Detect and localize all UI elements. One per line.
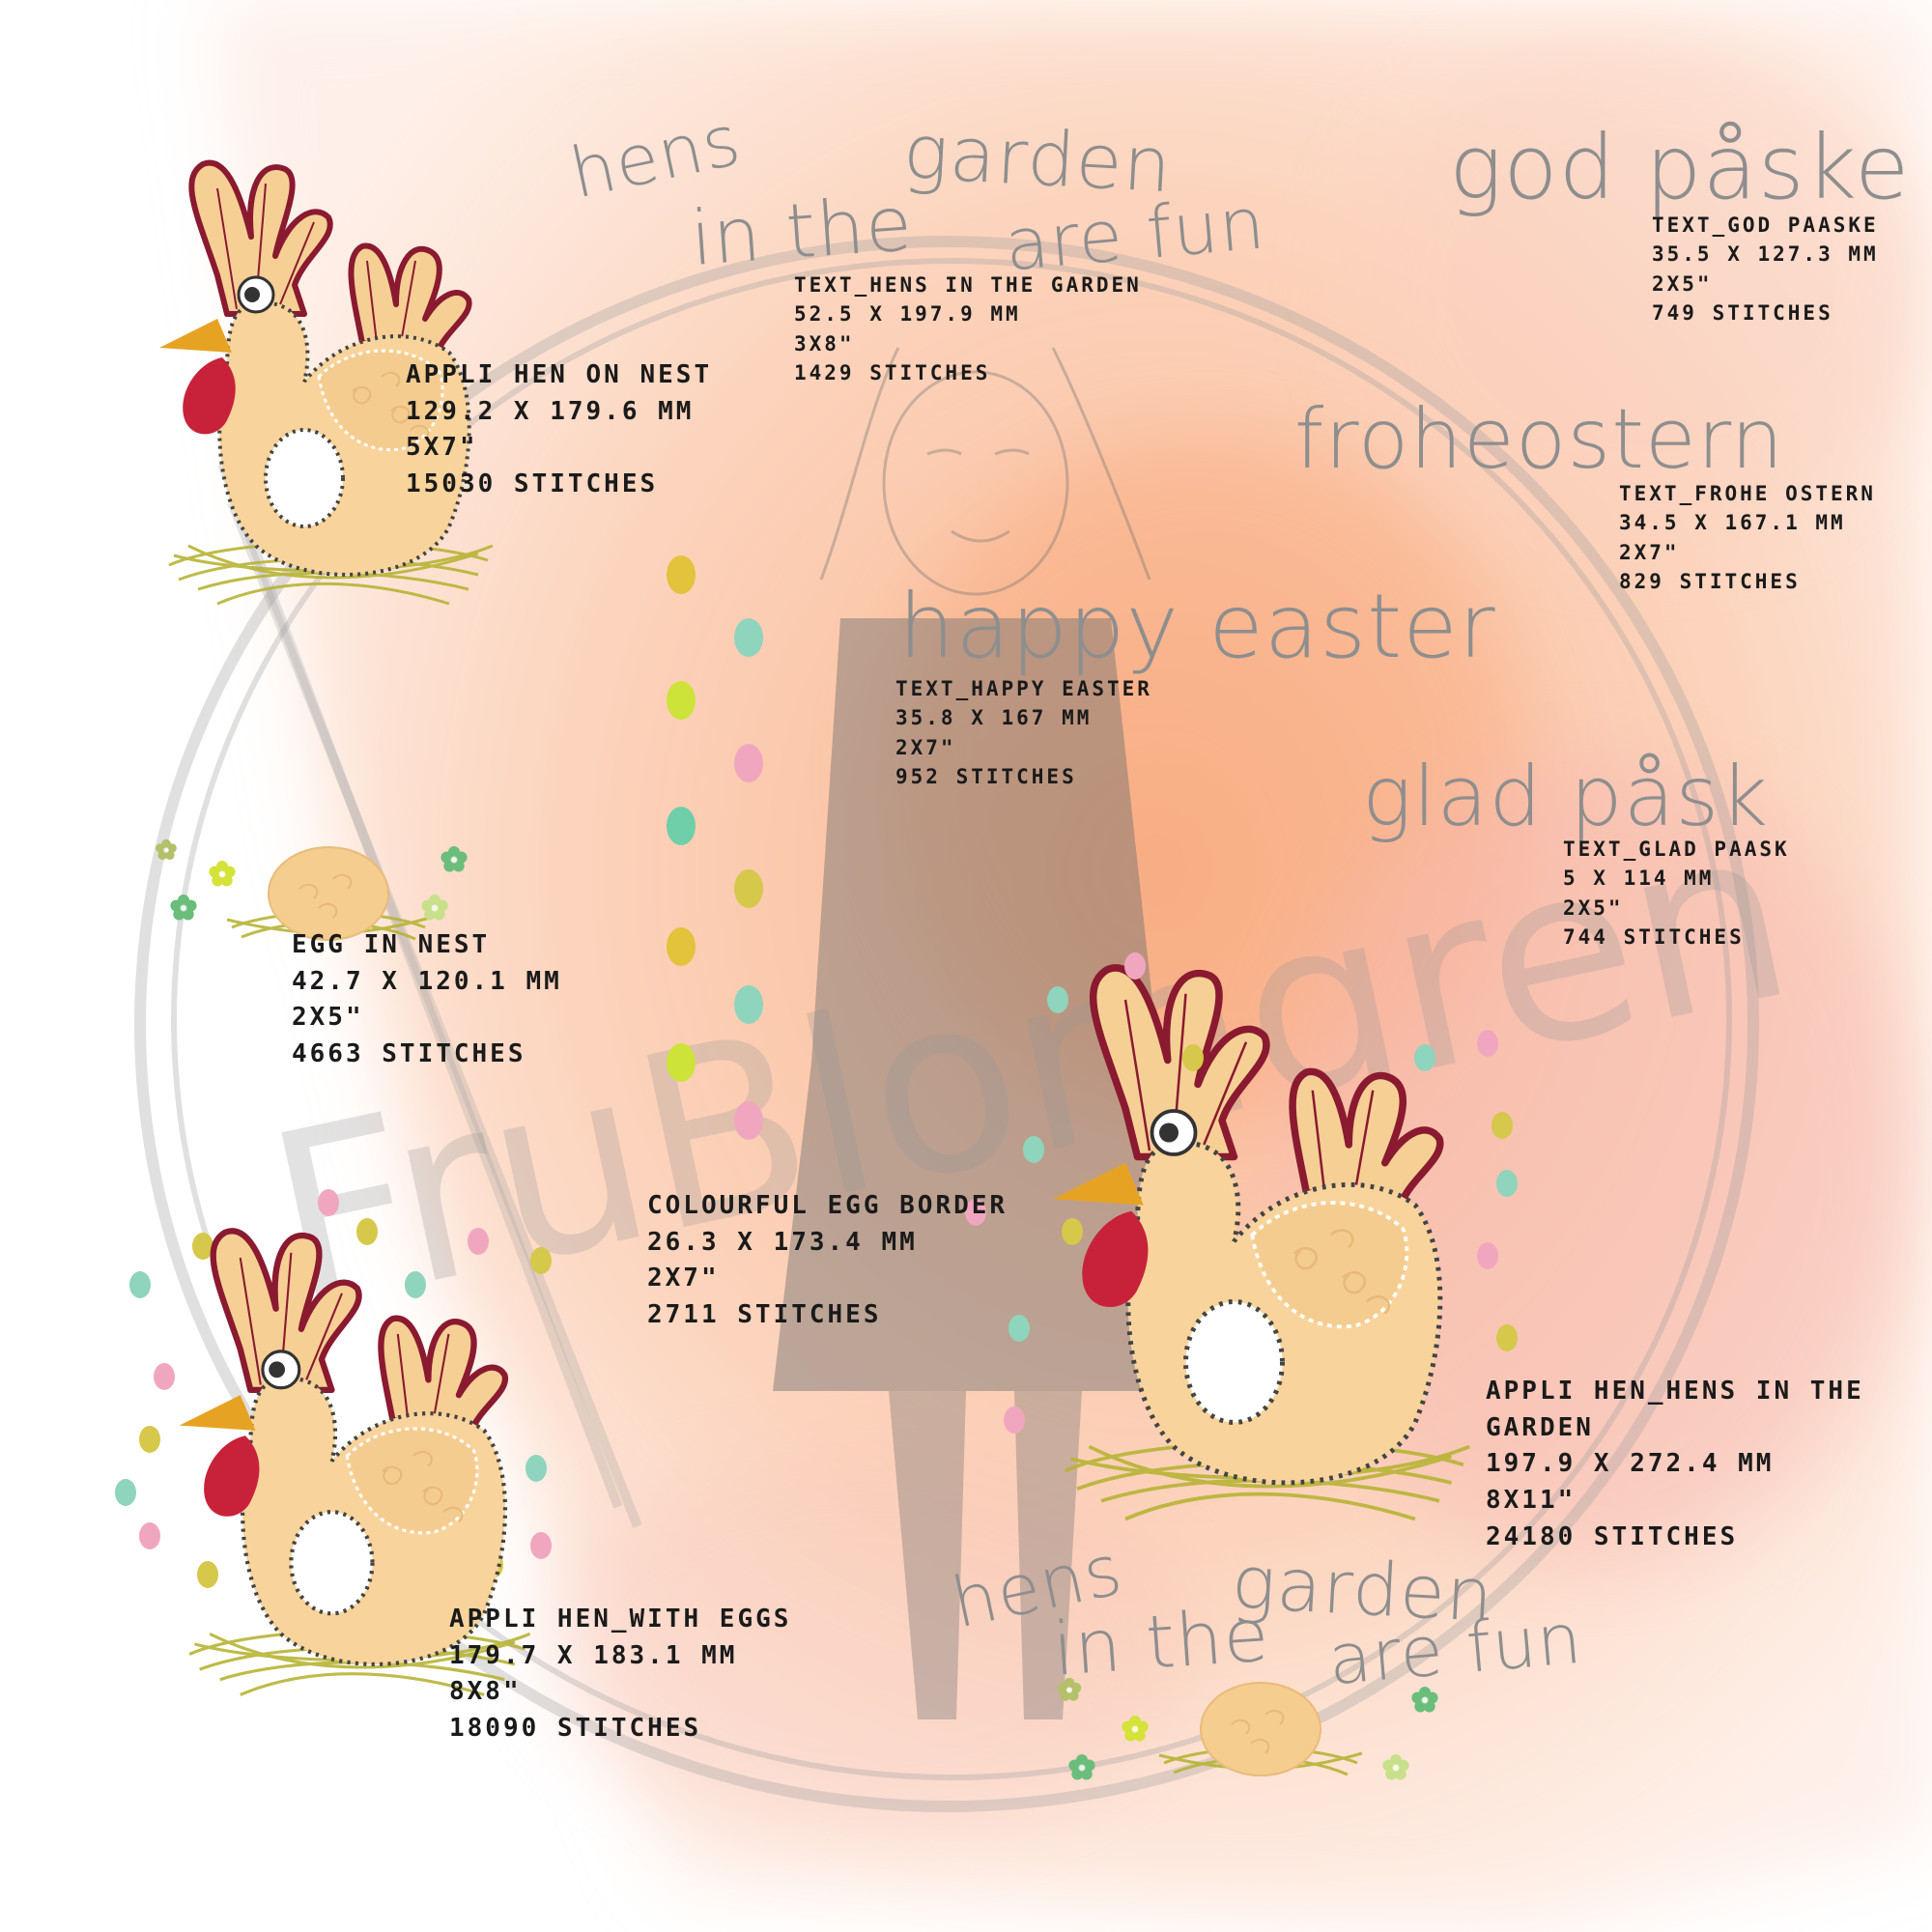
script-glad-pask: glad påsk — [1362, 749, 1770, 845]
label-appli-hen-garden: Appli hen_hens in the garden 197.9 x 272… — [1486, 1374, 1864, 1555]
design-size: 35.5 x 127.3 mm — [1652, 242, 1879, 267]
design-size: 26.3 x 173.4 mm — [647, 1227, 918, 1257]
confetti-dot — [1182, 1044, 1204, 1071]
label-text-god-paaske: Text_god paaske 35.5 x 127.3 mm 2x5" 749… — [1652, 211, 1879, 328]
design-hoop: 2x7" — [647, 1264, 720, 1293]
design-title: Text_god paaske — [1652, 213, 1879, 237]
confetti-dot — [139, 1426, 160, 1453]
confetti-dot — [530, 1247, 552, 1274]
design-stitches: 744 stitches — [1563, 925, 1745, 950]
design-size: 179.7 x 183.1 mm — [449, 1640, 738, 1670]
decor-egg — [734, 985, 763, 1024]
design-stitches: 24180 stitches — [1486, 1521, 1739, 1551]
decor-egg — [734, 744, 763, 782]
label-text-glad-paask: Text_glad paask 5 x 114 mm 2x5" 744 stit… — [1563, 835, 1790, 952]
script-happy-easter: happy easter — [898, 575, 1496, 678]
design-title-line2: garden — [1486, 1412, 1594, 1442]
design-size: 197.9 x 272.4 mm — [1486, 1449, 1775, 1479]
design-stitches: 829 stitches — [1619, 570, 1801, 594]
confetti-dot — [129, 1271, 151, 1298]
design-title: Colourful egg border — [647, 1191, 1009, 1220]
decor-egg — [667, 807, 696, 845]
confetti-dot — [530, 1532, 552, 1559]
design-stitches: 1429 stitches — [794, 361, 991, 385]
confetti-dot — [139, 1522, 160, 1549]
confetti-dot — [1492, 1112, 1513, 1139]
confetti-dot — [1414, 1044, 1435, 1071]
confetti-dot — [1004, 1406, 1025, 1434]
confetti-dot — [1124, 952, 1146, 980]
design-size: 42.7 x 120.1 mm — [292, 966, 562, 996]
design-stitches: 4663 stitches — [292, 1039, 526, 1069]
confetti-dot — [115, 1479, 136, 1506]
design-title: Egg in nest — [292, 930, 491, 959]
confetti-dot — [192, 1233, 213, 1260]
colourful-egg-border-art — [667, 555, 763, 1140]
confetti-dot — [356, 1218, 378, 1245]
design-hoop: 8x11" — [1486, 1486, 1577, 1516]
design-title: Text_hens in the garden — [794, 273, 1142, 297]
label-colourful-egg-border: Colourful egg border 26.3 x 173.4 mm 2x7… — [647, 1188, 1008, 1334]
confetti-dot — [1023, 1136, 1044, 1163]
design-hoop: 3x8" — [794, 331, 855, 355]
design-hoop: 8x8" — [449, 1677, 522, 1707]
label-text-frohe-ostern: Text_frohe ostern 34.5 x 167.1 mm 2x7" 8… — [1619, 479, 1876, 597]
script-frohe-ostern: froheostern — [1294, 391, 1785, 488]
label-egg-in-nest: Egg in nest 42.7 x 120.1 mm 2x5" 4663 st… — [292, 927, 562, 1073]
design-hoop: 2x7" — [895, 735, 956, 759]
label-appli-hen-with-eggs: Appli hen_with eggs 179.7 x 183.1 mm 8x8… — [449, 1602, 791, 1747]
script-god-paaske: god påske — [1449, 116, 1911, 219]
design-stitches: 2711 stitches — [647, 1300, 882, 1330]
decor-egg — [667, 927, 696, 966]
confetti-dot — [1009, 1315, 1030, 1342]
label-appli-hen-on-nest: Appli hen on nest 129.2 x 179.6 mm 5x7" … — [406, 357, 712, 503]
decor-egg — [667, 555, 696, 594]
design-size: 5 x 114 mm — [1563, 867, 1715, 891]
confetti-dot — [197, 1561, 218, 1588]
design-hoop: 2x5" — [1563, 895, 1624, 920]
confetti-dot — [1496, 1324, 1518, 1351]
decor-egg — [667, 681, 696, 720]
design-stitches: 15030 stitches — [406, 469, 659, 499]
decor-egg — [734, 869, 763, 908]
design-title: Text_glad paask — [1563, 838, 1790, 861]
design-size: 52.5 x 197.9 mm — [794, 302, 1021, 327]
confetti-dot — [965, 1199, 986, 1226]
confetti-dot — [1062, 1218, 1083, 1245]
design-title: Appli hen on nest — [406, 360, 713, 389]
design-size: 129.2 x 179.6 mm — [406, 396, 695, 426]
design-stitches: 952 stitches — [895, 765, 1077, 789]
confetti-dot — [1047, 986, 1068, 1013]
egg-in-nest-bottom-art — [1057, 1677, 1438, 1780]
decor-egg — [734, 618, 763, 657]
design-title: Text_happy easter — [895, 677, 1152, 700]
design-size: 35.8 x 167 mm — [895, 706, 1093, 730]
decor-egg — [734, 1101, 763, 1140]
label-text-happy-easter: Text_happy easter 35.8 x 167 mm 2x7" 952… — [895, 674, 1152, 792]
confetti-dot — [468, 1228, 489, 1255]
design-title: Text_frohe ostern — [1619, 482, 1876, 505]
confetti-dot — [318, 1189, 339, 1216]
confetti-dot — [154, 1363, 175, 1390]
design-size: 34.5 x 167.1 mm — [1619, 511, 1846, 535]
design-hoop: 5x7" — [406, 433, 478, 463]
confetti-dot — [405, 1271, 426, 1298]
design-stitches: 18090 stitches — [449, 1714, 702, 1744]
label-text-hens-garden: Text_hens in the garden 52.5 x 197.9 mm … — [794, 270, 1142, 388]
confetti-dot — [526, 1455, 547, 1482]
design-hoop: 2x5" — [1652, 271, 1713, 296]
decor-egg — [667, 1043, 696, 1082]
design-title: Appli hen_hens in the — [1486, 1377, 1864, 1406]
confetti-dot — [1496, 1170, 1518, 1197]
design-hoop: 2x5" — [292, 1003, 364, 1033]
design-hoop: 2x7" — [1619, 540, 1680, 564]
design-title: Appli hen_with eggs — [449, 1605, 792, 1634]
design-stitches: 749 stitches — [1652, 301, 1833, 326]
confetti-dot — [1477, 1242, 1498, 1269]
confetti-dot — [1477, 1030, 1498, 1057]
